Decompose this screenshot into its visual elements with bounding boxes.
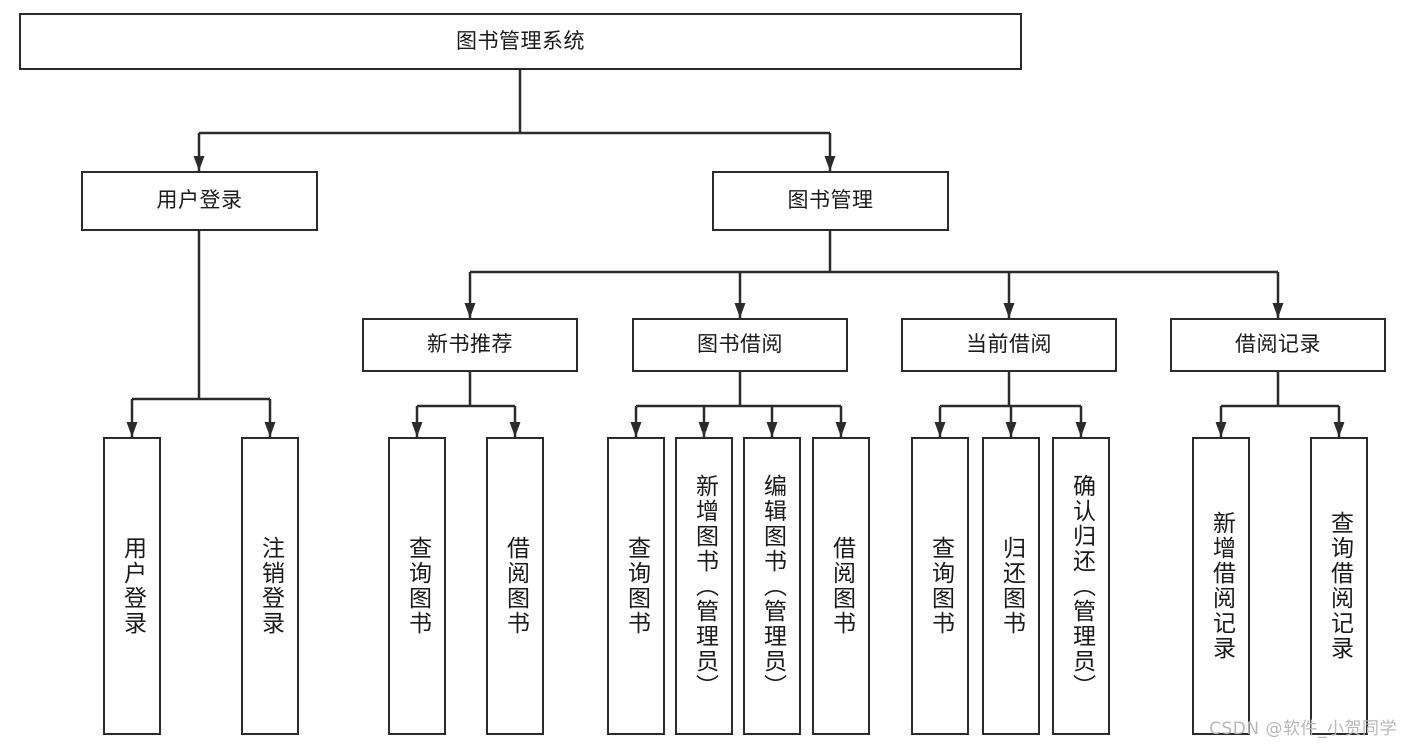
node-leaf-return-book[interactable]: 归还图书	[982, 437, 1040, 735]
node-label: 图书管理	[787, 188, 874, 213]
node-leaf-user-login[interactable]: 用户登录	[103, 437, 161, 735]
node-current-borrow[interactable]: 当前借阅	[901, 318, 1117, 372]
node-label: 查询图书	[927, 536, 954, 636]
node-leaf-query-book-2[interactable]: 查询图书	[607, 437, 665, 735]
node-label: 新增图书（管理员）	[691, 473, 718, 699]
node-leaf-query-borrow-record[interactable]: 查询借阅记录	[1310, 437, 1368, 735]
node-label: 新增借阅记录	[1208, 511, 1235, 661]
node-leaf-query-book-3[interactable]: 查询图书	[911, 437, 969, 735]
node-user-login[interactable]: 用户登录	[81, 171, 318, 231]
node-book-management[interactable]: 图书管理	[712, 171, 949, 231]
node-label: 当前借阅	[966, 332, 1052, 357]
node-leaf-logout[interactable]: 注销登录	[241, 437, 299, 735]
node-leaf-borrow-book-1[interactable]: 借阅图书	[486, 437, 544, 735]
node-label: 确认归还（管理员）	[1068, 473, 1095, 699]
node-leaf-query-book-1[interactable]: 查询图书	[388, 437, 446, 735]
node-label: 借阅记录	[1235, 332, 1321, 357]
node-borrow-record[interactable]: 借阅记录	[1170, 318, 1386, 372]
node-book-borrow[interactable]: 图书借阅	[632, 318, 848, 372]
node-label: 图书借阅	[697, 332, 783, 357]
node-root[interactable]: 图书管理系统	[19, 13, 1022, 70]
node-label: 注销登录	[257, 536, 284, 636]
node-label: 借阅图书	[828, 536, 855, 636]
node-label: 借阅图书	[502, 536, 529, 636]
node-new-book-recommend[interactable]: 新书推荐	[362, 318, 578, 372]
node-label: 查询借阅记录	[1326, 511, 1353, 661]
node-label: 用户登录	[119, 536, 146, 636]
watermark-text: CSDN @软件_小贺同学	[1209, 719, 1397, 739]
node-label: 查询图书	[623, 536, 650, 636]
node-leaf-add-book-admin[interactable]: 新增图书（管理员）	[675, 437, 733, 735]
node-label: 图书管理系统	[456, 28, 585, 53]
node-label: 用户登录	[156, 188, 243, 213]
node-leaf-borrow-book-2[interactable]: 借阅图书	[812, 437, 870, 735]
node-label: 新书推荐	[427, 332, 513, 357]
node-leaf-confirm-return-admin[interactable]: 确认归还（管理员）	[1052, 437, 1110, 735]
node-leaf-add-borrow-record[interactable]: 新增借阅记录	[1192, 437, 1250, 735]
node-label: 查询图书	[404, 536, 431, 636]
node-leaf-edit-book-admin[interactable]: 编辑图书（管理员）	[743, 437, 801, 735]
node-label: 编辑图书（管理员）	[759, 473, 786, 699]
node-label: 归还图书	[998, 536, 1025, 636]
